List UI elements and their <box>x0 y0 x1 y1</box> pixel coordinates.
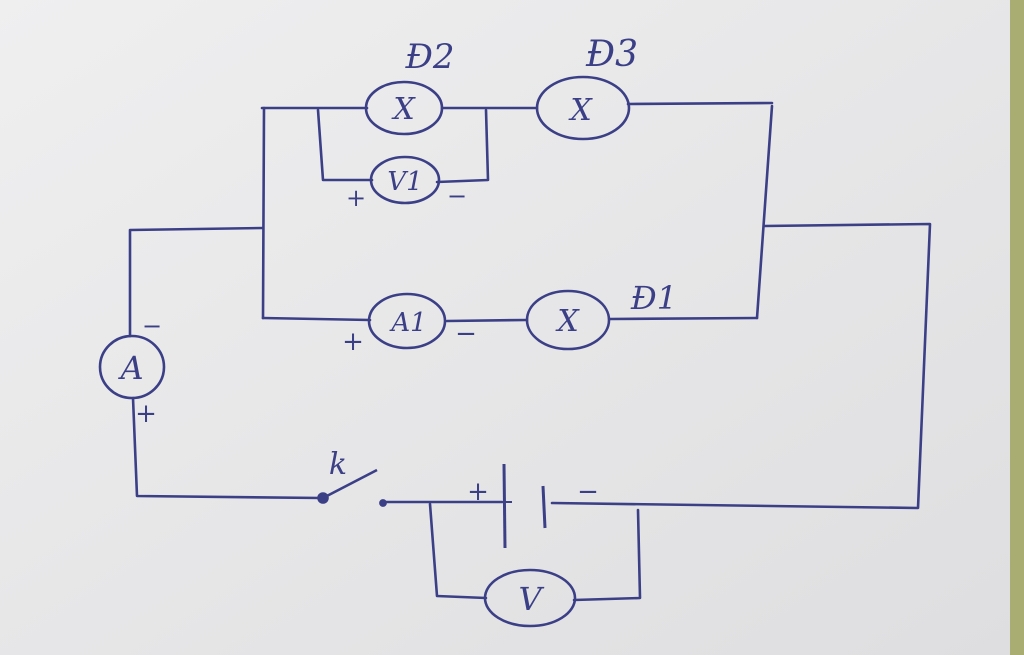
bulb-d2 <box>364 80 444 136</box>
wire-left-junction <box>261 106 266 320</box>
bulb-d1 <box>525 289 611 351</box>
battery <box>502 463 547 549</box>
voltmeter-v1-label: V1 <box>387 167 422 197</box>
wire-ammeter-down <box>131 396 324 500</box>
bulb-d1-label: Đ1 <box>630 279 677 317</box>
wire-v-loop <box>428 502 642 602</box>
v1-minus: − <box>447 182 467 210</box>
switch-k <box>317 468 387 507</box>
a1-minus: − <box>455 319 477 349</box>
wire-left-outer <box>128 226 265 338</box>
wire-battery-right <box>550 222 932 510</box>
bulb-d3-label: Đ3 <box>585 34 638 75</box>
switch-label: k <box>329 447 347 482</box>
wire-lower-right <box>608 316 759 321</box>
voltmeter-v1 <box>369 155 441 205</box>
ammeter-main-plus: + <box>135 399 157 429</box>
battery-plate-negative <box>541 485 547 529</box>
battery-plate-positive <box>502 463 507 549</box>
voltmeter-source-label: V <box>518 580 544 618</box>
ammeter-main-label: A <box>117 349 143 387</box>
switch-contact <box>379 499 387 507</box>
wire-right-junction <box>755 104 774 320</box>
wire-lower-left <box>261 316 372 322</box>
ammeter-main-minus: − <box>142 312 162 340</box>
ammeter-a1-label: A1 <box>389 308 426 338</box>
table-edge <box>1010 0 1024 655</box>
wire-upper-right <box>626 101 774 106</box>
voltmeter-source <box>483 568 577 628</box>
wire-v1-loop <box>316 108 490 184</box>
ammeter-a1 <box>367 292 447 350</box>
ammeter-main <box>98 334 166 400</box>
a1-plus: + <box>342 327 364 357</box>
bulb-d3-symbol: X <box>568 93 593 128</box>
components <box>98 75 631 628</box>
wires <box>128 101 932 602</box>
v1-plus: + <box>346 184 366 212</box>
wire-a1-d1 <box>445 318 529 323</box>
bulb-d3 <box>535 75 631 141</box>
battery-plus: + <box>467 477 489 507</box>
bulb-d2-symbol: X <box>391 92 416 127</box>
battery-minus: − <box>577 477 599 507</box>
bulb-d2-label: Đ2 <box>404 37 454 77</box>
bulb-d1-symbol: X <box>555 304 580 339</box>
switch-blade <box>322 468 378 500</box>
